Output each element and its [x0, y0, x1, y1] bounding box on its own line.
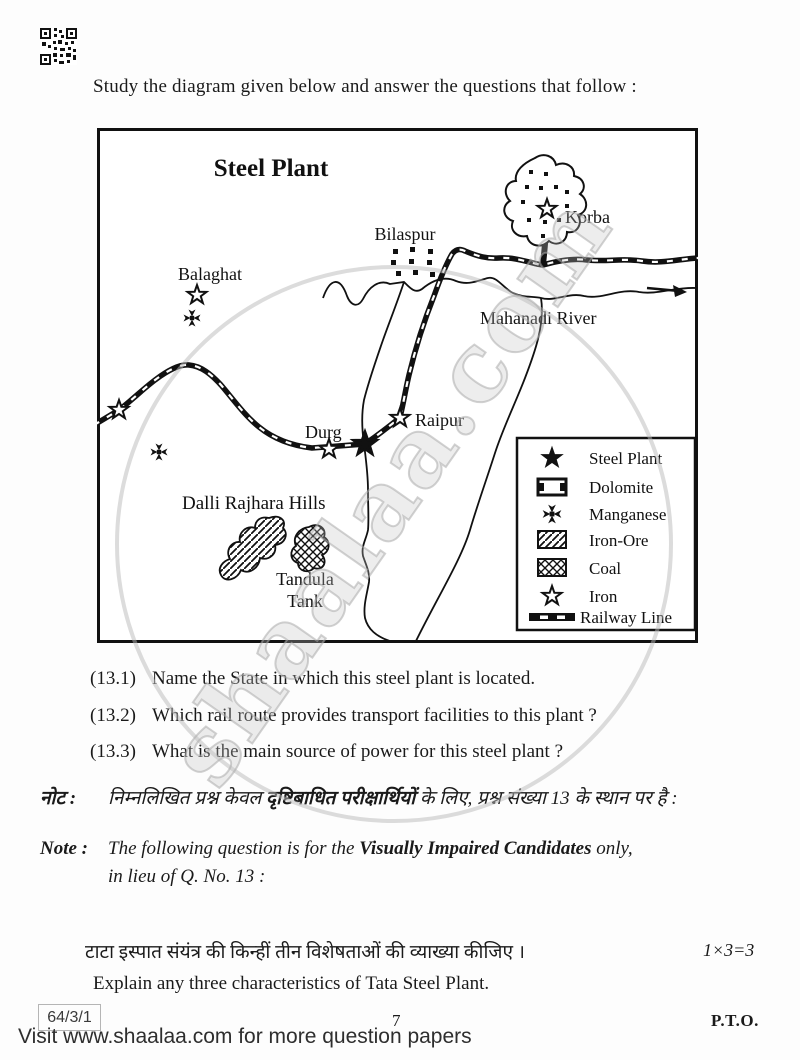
- korba-coalfield-dots: [521, 170, 569, 238]
- pto-label: P.T.O.: [711, 1011, 759, 1030]
- marks-value: 1×3=3: [703, 940, 755, 960]
- steel-plant-map: Steel Plant Korba Bilaspur Balaghat Maha…: [92, 128, 699, 644]
- note-hindi-post: के लिए, प्रश्न संख्या 13 के स्थान पर है …: [415, 788, 678, 809]
- raipur-label: Raipur: [415, 410, 464, 430]
- qr-code: [40, 28, 77, 65]
- legend-item-iron-ore: Iron-Ore: [537, 530, 648, 550]
- note-label-english: Note :: [40, 838, 89, 859]
- tandula-coal-blob: [290, 524, 330, 573]
- legend-label: Coal: [589, 559, 621, 578]
- page-number: 7: [392, 1011, 401, 1030]
- legend-item-manganese: Manganese: [542, 504, 666, 524]
- visit-shaalaa-link[interactable]: Visit www.shaalaa.com for more question …: [18, 1025, 472, 1048]
- diagonal-hatch-icon: [537, 530, 567, 549]
- question-text: Which rail route provides transport faci…: [152, 705, 597, 726]
- korba-label: Korba: [565, 207, 610, 227]
- durg-label: Durg: [305, 422, 342, 442]
- tandula-tank-label-line1: Tandula: [276, 569, 334, 589]
- legend-label: Railway Line: [580, 608, 672, 627]
- note-hindi-pre: निम्नलिखित प्रश्न केवल: [108, 788, 267, 809]
- vi-question-hindi: टाटा इस्पात संयंत्र की किन्हीं तीन विशेष…: [85, 942, 525, 963]
- note-english-pre: The following question is for the: [108, 838, 360, 859]
- cross-hatch-icon: [537, 558, 567, 577]
- question-number: (13.1): [90, 668, 136, 689]
- railway-bar-icon: [529, 613, 575, 621]
- note-hindi-bold: दृष्टिबाधित परीक्षार्थियों: [266, 788, 416, 809]
- note-label-hindi: नोट :: [40, 788, 77, 809]
- legend-item-iron: Iron: [541, 585, 618, 606]
- map-legend: Steel Plant Dolomite Manganese Iron-Ore …: [515, 436, 697, 632]
- korba-coalfield-outline: [503, 154, 588, 247]
- note-english-bold: Visually Impaired Candidates: [359, 838, 592, 859]
- mahanadi-river-label: Mahanadi River: [480, 308, 596, 328]
- question-number: (13.3): [90, 741, 136, 762]
- vi-question-english: Explain any three characteristics of Tat…: [93, 973, 490, 994]
- balaghat-label: Balaghat: [178, 264, 242, 284]
- paper-code-badge: 64/3/1: [38, 1004, 101, 1031]
- dolomite-icon: [536, 477, 568, 497]
- legend-label: Steel Plant: [589, 449, 662, 468]
- legend-item-dolomite: Dolomite: [536, 477, 653, 497]
- question-text: Name the State in which this steel plant…: [152, 668, 536, 689]
- mahanadi-river-line: [322, 276, 697, 644]
- note-english-line2: in lieu of Q. No. 13 :: [108, 866, 266, 887]
- legend-item-steel-plant: Steel Plant: [542, 447, 662, 468]
- note-english-post: only,: [591, 838, 633, 859]
- question-number: (13.2): [90, 705, 136, 726]
- dalli-rajhara-hills-label: Dalli Rajhara Hills: [182, 493, 326, 514]
- instruction-text: Study the diagram given below and answer…: [93, 76, 637, 97]
- legend-item-railway: Railway Line: [529, 608, 672, 627]
- legend-label: Iron-Ore: [589, 531, 648, 550]
- iron-ore-deposit-blob: [218, 515, 287, 581]
- tandula-tank-label-line2: Tank: [287, 591, 323, 611]
- bilaspur-dolomite-dots: [391, 247, 435, 277]
- legend-label: Iron: [589, 587, 618, 606]
- legend-label: Manganese: [589, 505, 666, 524]
- river-flow-arrow-icon: [646, 285, 687, 297]
- legend-label: Dolomite: [589, 478, 653, 497]
- question-text: What is the main source of power for thi…: [152, 741, 564, 762]
- bilaspur-label: Bilaspur: [375, 224, 436, 244]
- map-title: Steel Plant: [214, 155, 329, 182]
- legend-item-coal: Coal: [537, 558, 621, 578]
- note-text-hindi: निम्नलिखित प्रश्न केवल दृष्टिबाधित परीक्…: [108, 784, 678, 810]
- note-text-english: The following question is for the Visual…: [108, 838, 633, 860]
